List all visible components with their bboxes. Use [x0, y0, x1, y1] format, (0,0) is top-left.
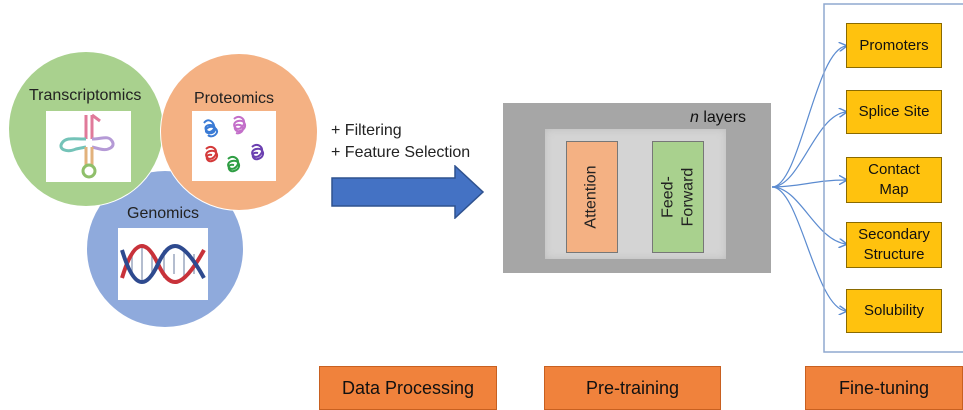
task-contact-map: Contact Map [846, 157, 942, 203]
stage-data-processing: Data Processing [319, 366, 497, 410]
right-arrow-icon [331, 165, 485, 219]
processing-steps: + Filtering + Feature Selection [331, 120, 470, 164]
trna-icon [46, 111, 131, 182]
stage-pre-training: Pre-training [544, 366, 721, 410]
feed-forward-block: Feed- Forward [652, 141, 704, 253]
task-contact-map-label: Contact Map [868, 161, 920, 198]
layer-count: n layers [690, 109, 746, 127]
genomics-label: Genomics [127, 205, 200, 222]
task-splice-site: Splice Site [846, 90, 942, 134]
transcriptomics-label: Transcriptomics [29, 87, 142, 104]
protein-tangles-icon [192, 111, 276, 181]
step-feature-selection: + Feature Selection [331, 144, 471, 161]
layer-count-n: n [690, 109, 699, 126]
attention-block: Attention [566, 141, 618, 253]
step-filtering: + Filtering [331, 122, 402, 139]
task-frame [823, 3, 963, 353]
proteomics-label: Proteomics [194, 90, 275, 107]
task-solubility: Solubility [846, 289, 942, 333]
task-promoters: Promoters [846, 23, 942, 68]
stage-fine-tuning: Fine-tuning [805, 366, 963, 410]
task-secondary-structure-label: Secondary Structure [858, 226, 930, 263]
dna-helix-icon [118, 228, 208, 300]
task-secondary-structure: Secondary Structure [846, 222, 942, 268]
layer-count-text: layers [698, 109, 747, 126]
